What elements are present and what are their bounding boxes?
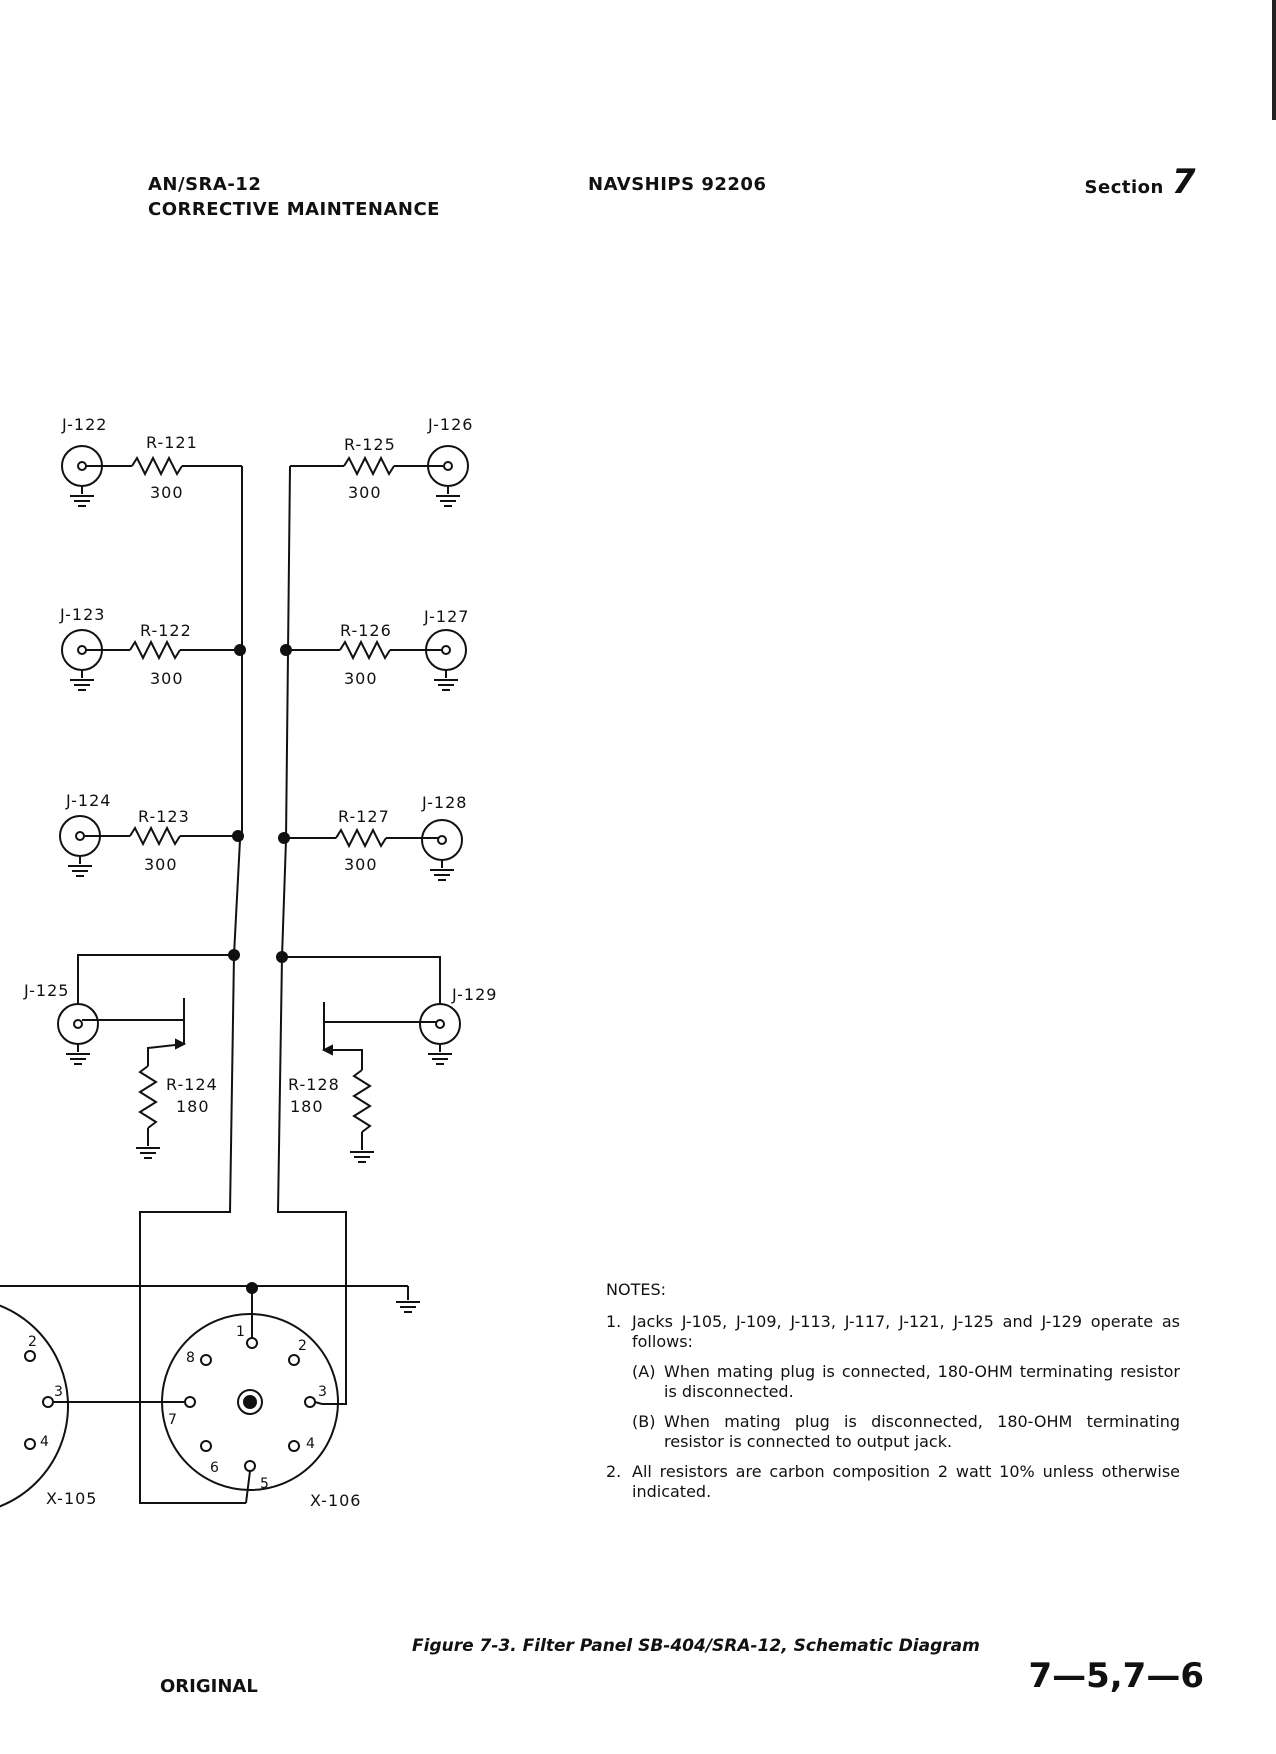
bus-wire-left bbox=[233, 839, 241, 956]
note-sub-item: (A) When mating plug is connected, 180-O… bbox=[632, 1362, 1180, 1402]
label-j-122: J-122 bbox=[61, 415, 107, 434]
label-j-126: J-126 bbox=[427, 415, 473, 434]
label-r-122: R-122 bbox=[140, 621, 192, 640]
value-r-125: 300 bbox=[348, 483, 382, 502]
section-label: Section bbox=[1084, 177, 1164, 198]
junction-dot bbox=[280, 644, 292, 656]
label-r-128: R-128 bbox=[288, 1075, 340, 1094]
note-number: 1. bbox=[606, 1312, 622, 1331]
value-r-123: 300 bbox=[144, 855, 178, 874]
label-j-124: J-124 bbox=[65, 791, 111, 810]
page-number: 7—5,7—6 bbox=[1028, 1656, 1204, 1696]
jack-j-122 bbox=[61, 445, 103, 507]
label-r-123: R-123 bbox=[138, 807, 190, 826]
pin-x105-3: 3 bbox=[54, 1384, 63, 1400]
wire-x106-pin5-lead bbox=[245, 1470, 251, 1504]
resistor-r-127 bbox=[284, 827, 438, 849]
header-left: AN/SRA-12 CORRECTIVE MAINTENANCE bbox=[148, 172, 440, 222]
note-text: Jacks J-105, J-109, J-113, J-117, J-121,… bbox=[632, 1312, 1180, 1351]
footer-status: ORIGINAL bbox=[160, 1676, 258, 1697]
junction-dot bbox=[232, 830, 244, 842]
header-section: Section 7 bbox=[1085, 162, 1196, 202]
jack-j-127 bbox=[425, 629, 467, 691]
jack-j-123 bbox=[61, 629, 103, 691]
pin-x106-8: 8 bbox=[186, 1350, 195, 1366]
resistor-r-122 bbox=[86, 639, 240, 661]
resistor-r-123 bbox=[84, 825, 238, 847]
label-j-128: J-128 bbox=[421, 793, 467, 812]
note-text: All resistors are carbon composition 2 w… bbox=[632, 1462, 1180, 1501]
pin-x106-6: 6 bbox=[210, 1460, 219, 1476]
pin-x106-7: 7 bbox=[168, 1412, 177, 1428]
note-body: Jacks J-105, J-109, J-113, J-117, J-121,… bbox=[632, 1312, 1180, 1452]
note-sub-item: (B) When mating plug is disconnected, 18… bbox=[632, 1412, 1180, 1452]
note-sub-number: (A) bbox=[632, 1362, 656, 1381]
note-sub-text: When mating plug is connected, 180-OHM t… bbox=[664, 1362, 1180, 1401]
label-r-127: R-127 bbox=[338, 807, 390, 826]
note-item: 1. Jacks J-105, J-109, J-113, J-117, J-1… bbox=[606, 1312, 1180, 1452]
switch-contact-left bbox=[82, 998, 187, 1066]
label-x-106: X-106 bbox=[310, 1491, 361, 1510]
switch-contact-right bbox=[321, 1002, 436, 1070]
value-r-128: 180 bbox=[290, 1097, 324, 1116]
label-j-129: J-129 bbox=[451, 985, 497, 1004]
note-sub-number: (B) bbox=[632, 1412, 656, 1431]
note-item: 2. All resistors are carbon composition … bbox=[606, 1462, 1180, 1502]
pin-x105-4: 4 bbox=[40, 1434, 49, 1450]
header-title: AN/SRA-12 bbox=[148, 174, 262, 195]
label-j-127: J-127 bbox=[423, 607, 469, 626]
label-j-123: J-123 bbox=[59, 605, 105, 624]
pin-x106-5: 5 bbox=[260, 1476, 269, 1492]
resistor-r-124 bbox=[135, 1065, 161, 1159]
label-r-125: R-125 bbox=[344, 435, 396, 454]
label-r-121: R-121 bbox=[146, 433, 198, 452]
pin-x106-4: 4 bbox=[306, 1436, 315, 1452]
label-j-125: J-125 bbox=[23, 981, 69, 1000]
notes-heading: NOTES: bbox=[606, 1280, 666, 1299]
header-subtitle: CORRECTIVE MAINTENANCE bbox=[148, 199, 440, 220]
value-r-124: 180 bbox=[176, 1097, 210, 1116]
resistor-r-128 bbox=[349, 1069, 375, 1163]
label-r-124: R-124 bbox=[166, 1075, 218, 1094]
section-number: 7 bbox=[1171, 162, 1196, 202]
pin-x105-2: 2 bbox=[28, 1334, 37, 1350]
junction-dot bbox=[234, 644, 246, 656]
jack-j-124 bbox=[59, 815, 101, 877]
label-x-105: X-105 bbox=[46, 1489, 97, 1508]
pin-x106-2: 2 bbox=[298, 1338, 307, 1354]
value-r-126: 300 bbox=[344, 669, 378, 688]
value-r-122: 300 bbox=[150, 669, 184, 688]
note-sub-text: When mating plug is disconnected, 180-OH… bbox=[664, 1412, 1180, 1451]
connector-x-106 bbox=[161, 1313, 339, 1491]
notes-block: NOTES: 1. Jacks J-105, J-109, J-113, J-1… bbox=[606, 1280, 1180, 1512]
wire-x106-pin3-lead bbox=[314, 1401, 323, 1405]
resistor-r-121 bbox=[86, 455, 242, 477]
figure-caption: Figure 7-3. Filter Panel SB-404/SRA-12, … bbox=[412, 1636, 980, 1656]
jack-j-125 bbox=[57, 954, 234, 1065]
ground-symbol-bus bbox=[395, 1286, 421, 1313]
junction-dot bbox=[278, 832, 290, 844]
jack-j-128 bbox=[421, 819, 463, 881]
wire-to-x106-pin5 bbox=[139, 954, 246, 1504]
resistor-r-126 bbox=[286, 639, 442, 661]
wire-to-x106-pin3 bbox=[276, 956, 347, 1405]
header-document-number: NAVSHIPS 92206 bbox=[588, 174, 767, 195]
resistor-r-125 bbox=[290, 455, 444, 477]
jack-j-129 bbox=[282, 956, 461, 1065]
value-r-127: 300 bbox=[344, 855, 378, 874]
bus-wire-right bbox=[281, 839, 287, 958]
label-r-126: R-126 bbox=[340, 621, 392, 640]
pin-x106-1: 1 bbox=[236, 1324, 245, 1340]
connector-x-105 bbox=[0, 1304, 69, 1508]
jack-j-126 bbox=[427, 445, 469, 507]
note-number: 2. bbox=[606, 1462, 622, 1481]
page-edge-line bbox=[1272, 0, 1276, 120]
pin-x106-3: 3 bbox=[318, 1384, 327, 1400]
value-r-121: 300 bbox=[150, 483, 184, 502]
